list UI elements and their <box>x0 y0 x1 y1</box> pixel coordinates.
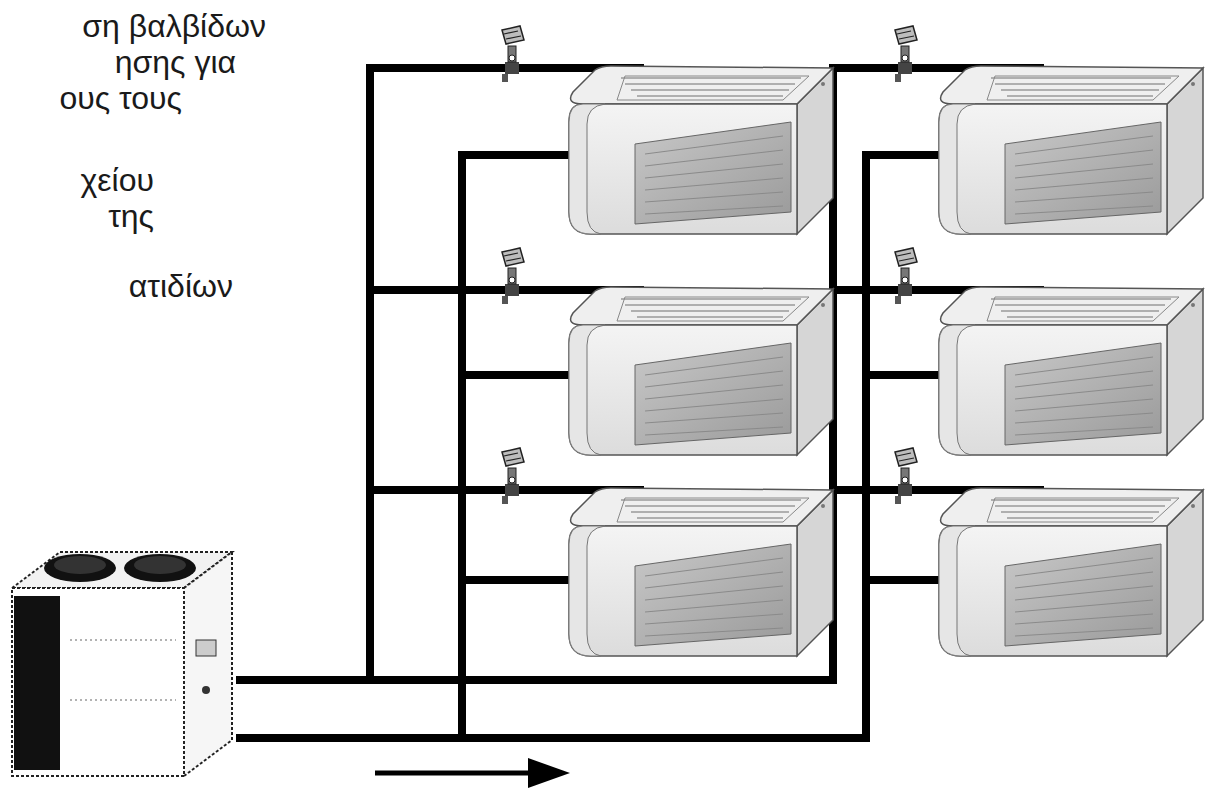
flow-arrow <box>375 758 570 788</box>
slide-text-fragment: ους τους <box>59 80 182 117</box>
slide-text-fragment: χείου <box>81 162 154 199</box>
slide-text-fragment: της <box>108 198 154 235</box>
slide-text-fragment: ατιδίων <box>129 268 233 305</box>
slide-text-fragment: ησης για <box>115 44 236 81</box>
chiller-unit <box>12 552 232 776</box>
slide-text-fragment: ση βαλβίδων <box>82 8 266 45</box>
